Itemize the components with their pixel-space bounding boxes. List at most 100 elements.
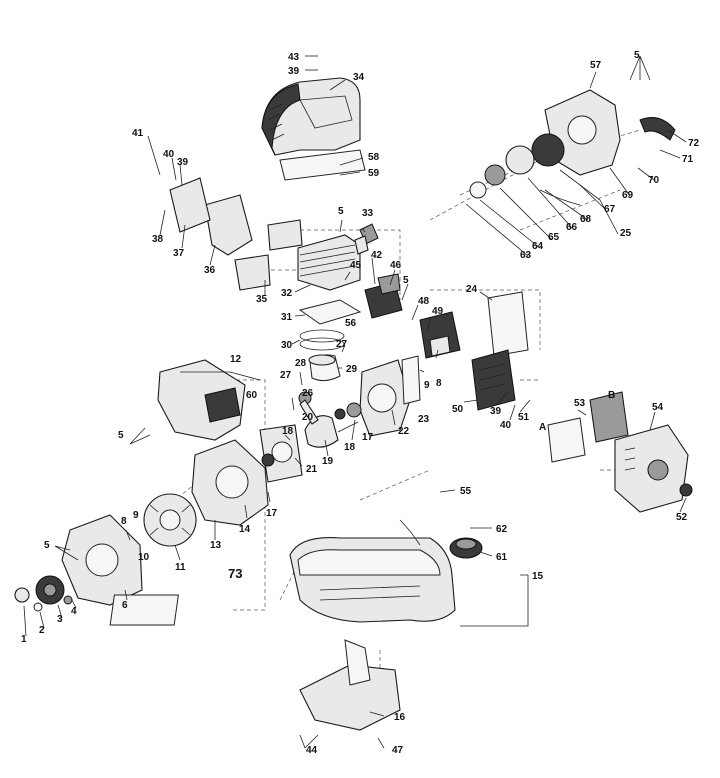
callout-59: 59 [368, 168, 380, 179]
callout-5e: 5 [634, 50, 640, 61]
callout-18b: 18 [282, 426, 294, 437]
piston [308, 354, 341, 382]
callout-33: 33 [362, 208, 374, 219]
callout-27b: 27 [280, 370, 292, 381]
callout-22: 22 [398, 426, 410, 437]
callout-54: 54 [652, 402, 664, 413]
callout-56: 56 [345, 318, 357, 329]
filter-element-a [547, 417, 586, 463]
callout-B: B [608, 390, 615, 401]
callout-73: 73 [228, 566, 242, 581]
callout-1: 1 [21, 634, 27, 645]
callout-61: 61 [496, 552, 508, 563]
callout-18a: 18 [344, 442, 356, 453]
callout-42: 42 [371, 250, 383, 261]
callout-62: 62 [496, 524, 508, 535]
callout-4: 4 [71, 606, 77, 617]
crankcase-half [259, 424, 303, 483]
piston-ring-2 [299, 337, 345, 351]
piston-ring-1 [299, 329, 345, 343]
tank-guard [299, 639, 401, 731]
callout-32: 32 [281, 288, 293, 299]
callout-29: 29 [346, 364, 358, 375]
callout-25: 25 [620, 228, 632, 239]
spring-clip [63, 595, 73, 605]
callout-46: 46 [390, 260, 402, 271]
cylinder-gasket [298, 299, 362, 325]
callout-14: 14 [239, 524, 251, 535]
callout-52: 52 [676, 512, 688, 523]
callout-17a: 17 [362, 432, 374, 443]
washer [33, 602, 43, 612]
fuel-cap [449, 537, 483, 559]
callout-68: 68 [580, 214, 592, 225]
callout-37: 37 [173, 248, 185, 259]
spring-pawl [484, 164, 506, 186]
callout-5c: 5 [118, 430, 124, 441]
callout-50: 50 [452, 404, 464, 415]
cover-knob [679, 483, 693, 497]
callout-39: 39 [288, 66, 300, 77]
muffler-cover [169, 177, 211, 233]
callout-44: 44 [306, 745, 318, 756]
callout-13: 13 [210, 540, 222, 551]
callout-6: 6 [122, 600, 128, 611]
callout-58: 58 [368, 152, 380, 163]
connecting-rod [299, 399, 319, 425]
filter-element-b [589, 391, 629, 443]
callout-39c: 39 [490, 406, 502, 417]
callout-5a: 5 [338, 206, 344, 217]
callout-40: 40 [163, 149, 175, 160]
callout-65: 65 [548, 232, 560, 243]
callout-24: 24 [466, 284, 478, 295]
ignition-module [364, 273, 403, 319]
callout-60: 60 [246, 390, 258, 401]
callout-63: 63 [520, 250, 532, 261]
callout-38: 38 [152, 234, 164, 245]
callout-72: 72 [688, 138, 700, 149]
callout-15: 15 [532, 571, 544, 582]
callout-41: 41 [132, 128, 144, 139]
callout-5d: 5 [44, 540, 50, 551]
callout-31: 31 [281, 312, 293, 323]
fuel-hose [399, 519, 421, 546]
callout-9: 9 [424, 380, 430, 391]
air-filter-base [471, 349, 516, 411]
carburetor [419, 311, 461, 359]
callout-69: 69 [622, 190, 634, 201]
seal-left [261, 453, 275, 467]
callout-66: 66 [566, 222, 578, 233]
callout-19: 19 [322, 456, 334, 467]
heat-shield [204, 194, 253, 256]
callout-17b: 17 [266, 508, 278, 519]
starter-cup [469, 181, 487, 199]
callout-45: 45 [350, 260, 362, 271]
flywheel [143, 493, 197, 547]
air-filter-cover [614, 424, 689, 513]
starter-housing [61, 514, 143, 606]
starter-handle [639, 117, 676, 141]
callout-9b: 9 [133, 510, 139, 521]
callout-71: 71 [682, 154, 694, 165]
callout-43: 43 [288, 52, 300, 63]
callout-23: 23 [418, 414, 430, 425]
rewind-spring [531, 133, 565, 167]
callout-11: 11 [175, 562, 186, 573]
callout-49: 49 [432, 306, 444, 317]
callout-A: A [539, 422, 546, 433]
recoil-starter [35, 575, 65, 605]
cylinder-assembly [234, 219, 361, 291]
callout-40b: 40 [500, 420, 512, 431]
callout-30: 30 [281, 340, 293, 351]
callout-labels: 43 39 34 58 59 41 40 39 38 37 36 35 32 3… [21, 50, 700, 756]
cylinder-cover [261, 77, 361, 156]
crankcase-gasket [401, 355, 421, 405]
callout-8: 8 [436, 378, 442, 389]
callout-10: 10 [138, 552, 150, 563]
callout-20: 20 [302, 412, 314, 423]
callout-34: 34 [353, 72, 365, 83]
callout-3: 3 [57, 614, 63, 625]
callout-8b: 8 [121, 516, 127, 527]
callout-12: 12 [230, 354, 242, 365]
